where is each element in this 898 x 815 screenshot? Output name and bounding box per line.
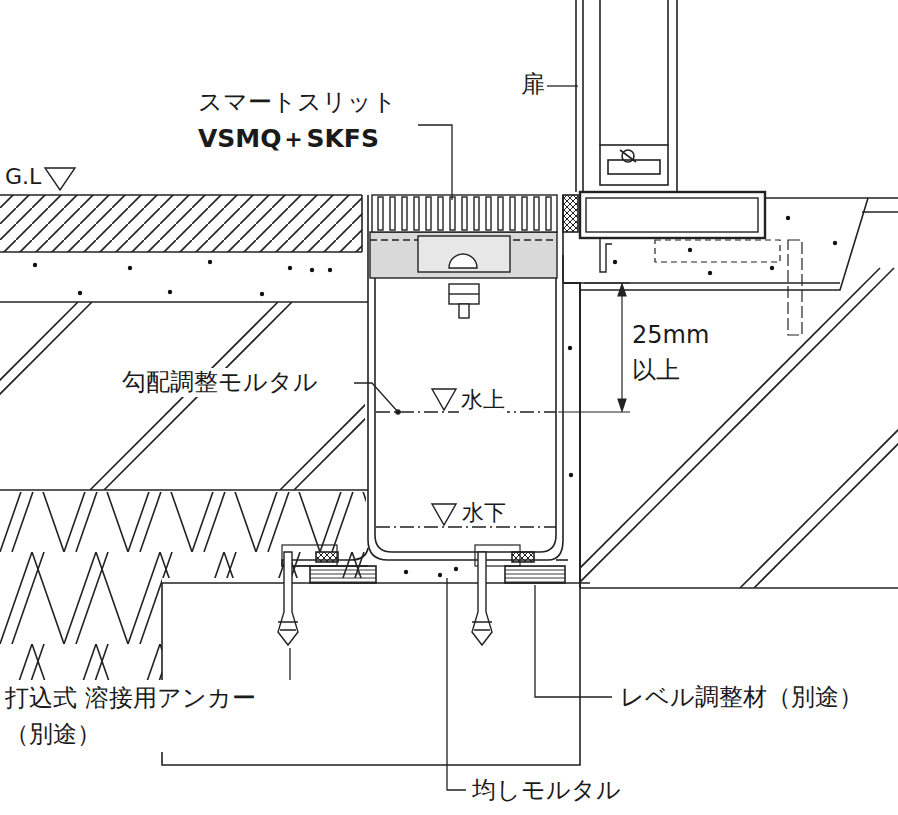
grating-bar [546,197,551,230]
part-label: 勾配調整モルタル [120,368,320,397]
grating-bar [402,197,407,230]
product-code: VSMQ＋SKFS [196,124,381,154]
grating-bar [414,197,419,230]
grating-bar [498,197,503,230]
grating [370,195,557,318]
grating-bar [390,197,395,230]
drain-channel [282,195,568,583]
ground-level: G.L [3,164,43,190]
grating-bar [450,197,455,230]
dimension [558,283,630,412]
grating-bar [426,197,431,230]
grating-bar [438,197,443,230]
door-frame [576,0,677,192]
water-level: 水上 [459,387,507,413]
gl-symbol [45,168,75,190]
grating-bar [462,197,467,230]
part-label: レベル調整材（別途） [618,683,865,712]
part-label: 均しモルタル [470,776,623,805]
right-slab [560,192,898,588]
concrete-dots [33,216,837,577]
grating-bar [534,197,539,230]
grating-bar [474,197,479,230]
leader-lines [278,86,612,790]
dimension-text: 25mm 以上 [630,318,718,388]
grating-bar [522,197,527,230]
anchors [278,552,492,645]
door-label: 扉 [519,70,547,99]
grating-bar [486,197,491,230]
grating-bar [378,197,383,230]
water-level: 水下 [460,500,508,526]
grating-bar [510,197,515,230]
product-name: スマートスリット [196,88,399,117]
left-ground [0,195,590,765]
part-label: 打込式 溶接用アンカー（別途） [3,680,307,752]
